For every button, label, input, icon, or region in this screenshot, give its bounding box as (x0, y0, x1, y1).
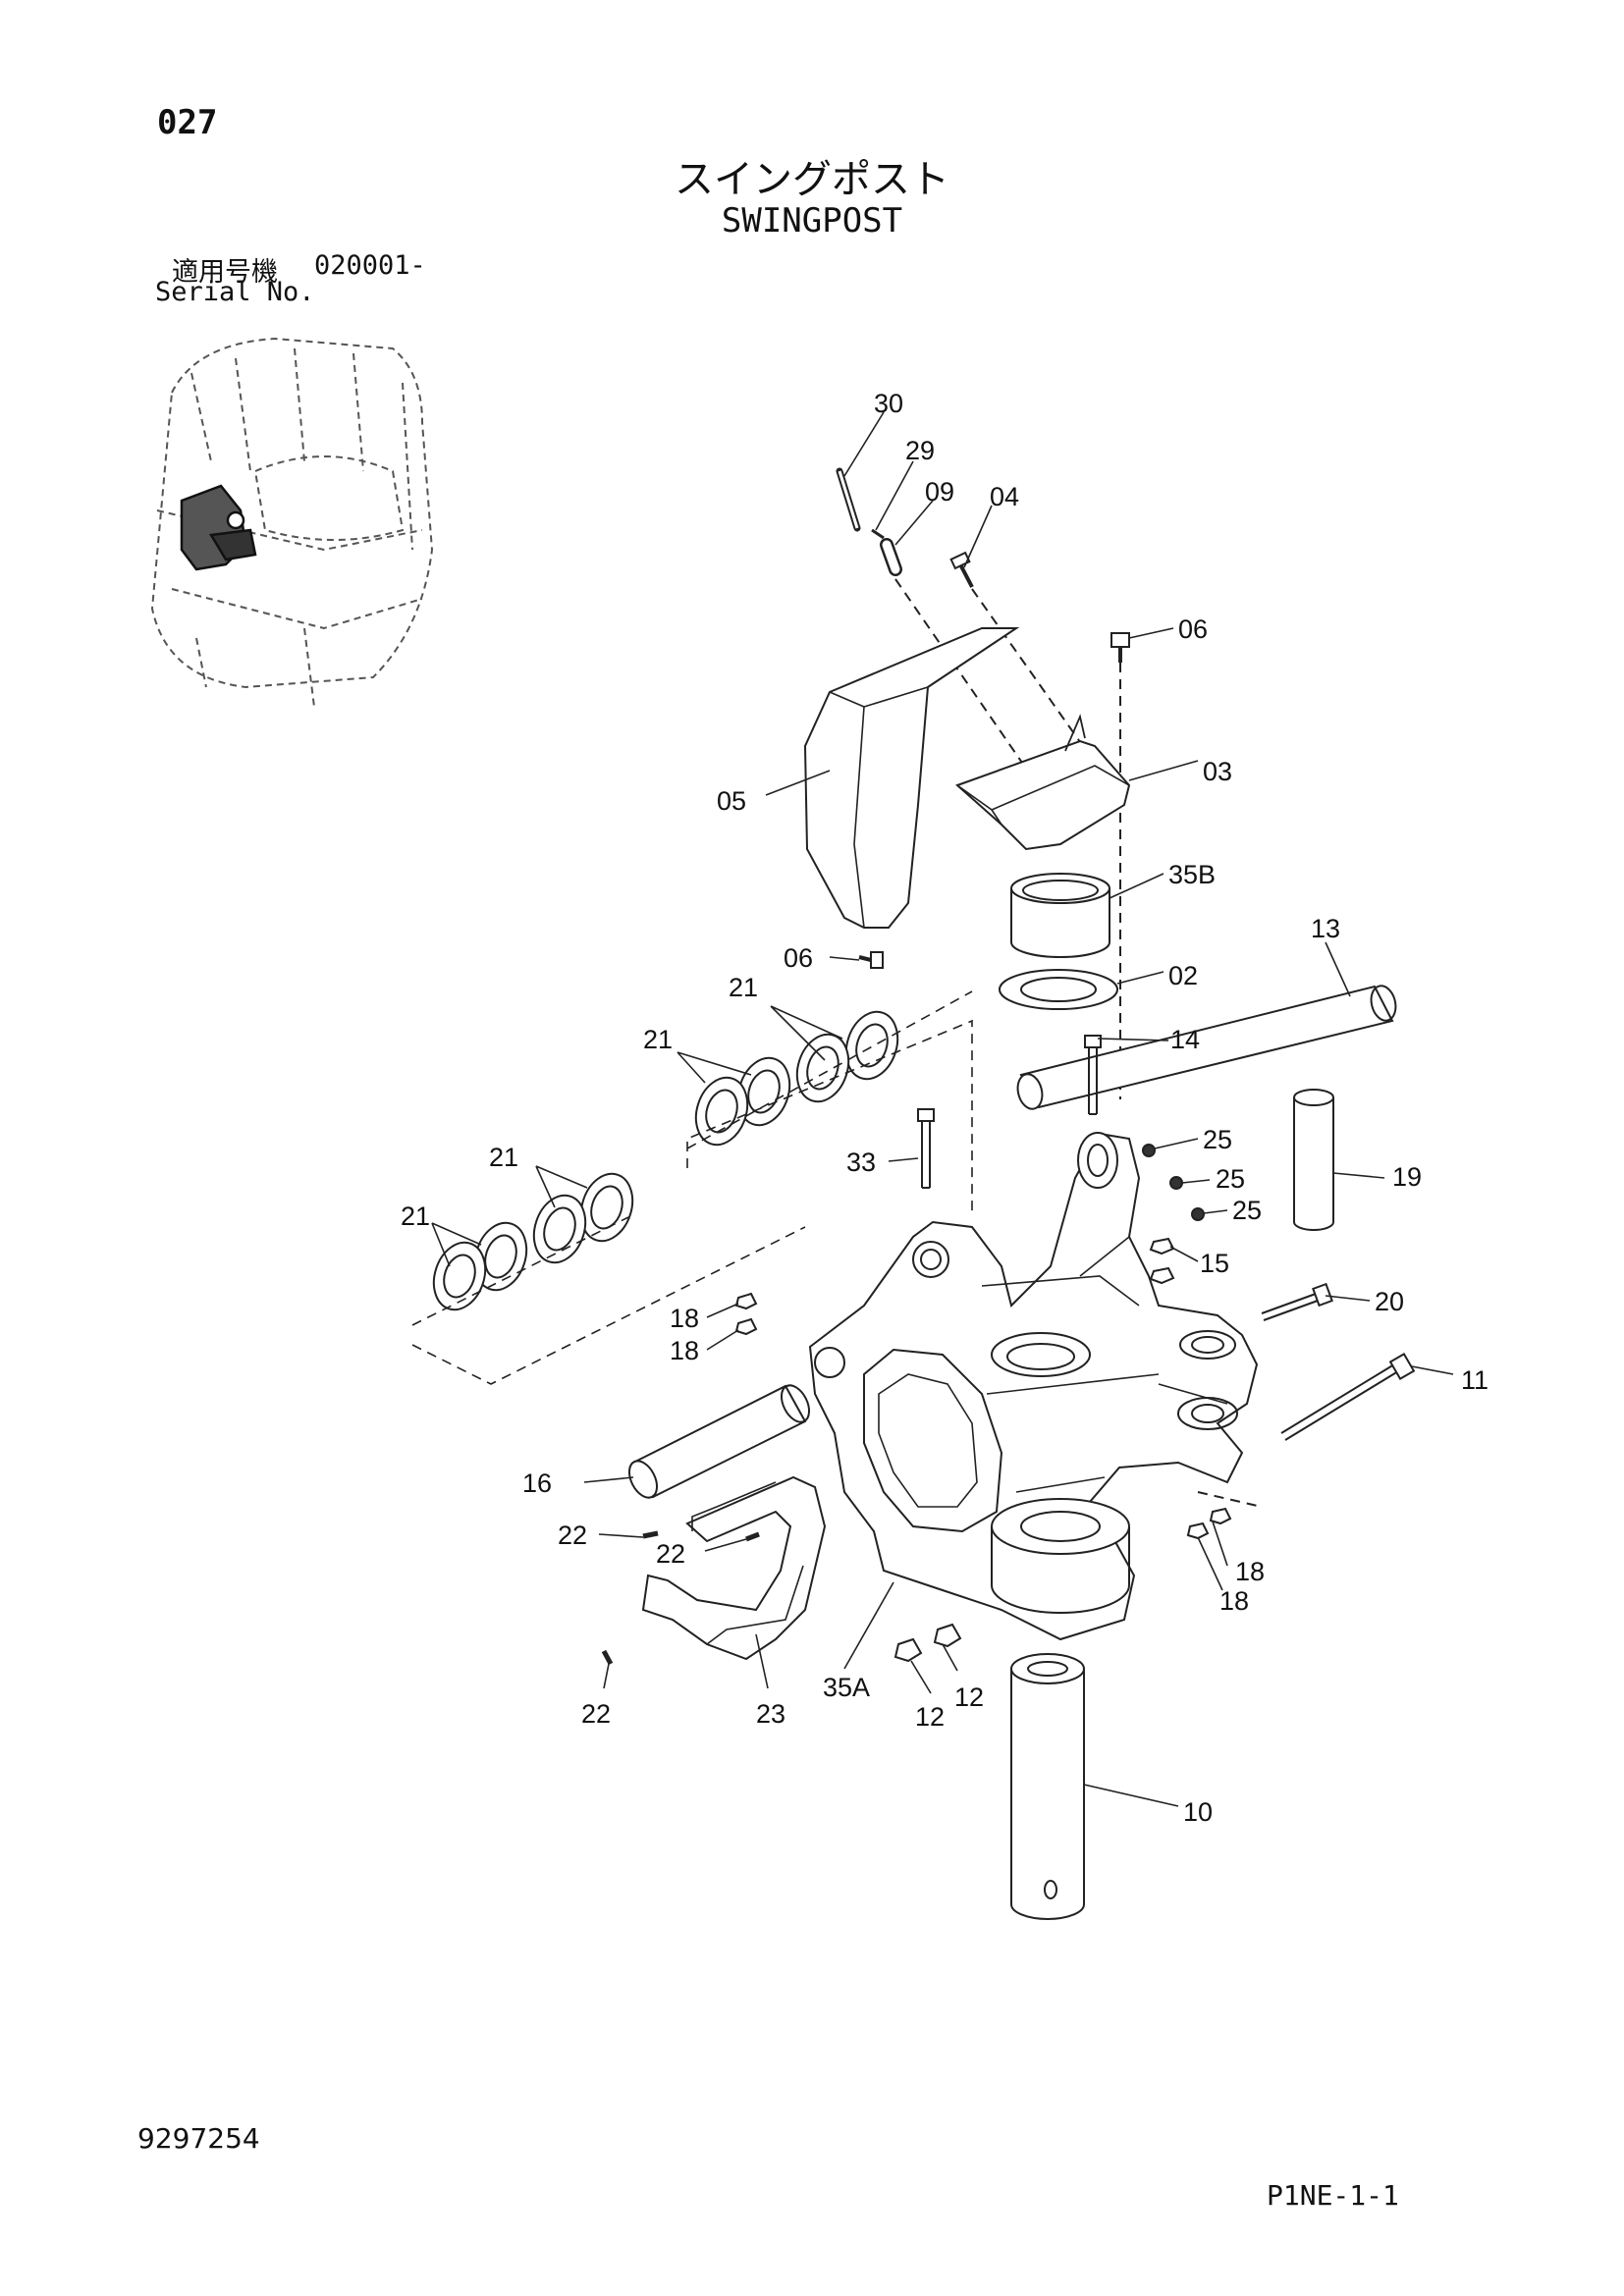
washer-02 (999, 969, 1118, 1010)
page-number: 027 (157, 103, 218, 142)
callout-12-a: 12 (954, 1682, 984, 1712)
pin-16 (627, 1384, 811, 1499)
bolt-11 (1280, 1352, 1416, 1441)
serial-label-english: Serial No. (155, 277, 315, 307)
callout-33: 33 (846, 1148, 876, 1177)
callout-35a: 35A (823, 1673, 870, 1702)
drawing-number: 9297254 (137, 2122, 260, 2155)
bolt-22-a (642, 1530, 659, 1539)
callout-21-d: 21 (401, 1201, 430, 1231)
callout-22-c: 22 (581, 1699, 611, 1729)
callout-18-a: 18 (670, 1304, 699, 1333)
page-title-english: SWINGPOST (721, 201, 903, 240)
bolt-22-c (601, 1649, 614, 1666)
callout-18-d: 18 (1219, 1586, 1249, 1616)
callout-20: 20 (1375, 1287, 1404, 1316)
bolt-14 (1084, 1035, 1102, 1115)
pin-13 (1016, 985, 1397, 1110)
shim-set-21-lower (432, 1172, 634, 1311)
guard-23 (641, 1475, 827, 1661)
callout-19: 19 (1392, 1162, 1422, 1192)
pin-30 (836, 467, 861, 532)
callout-29: 29 (905, 436, 935, 465)
callout-18-b: 18 (670, 1336, 699, 1365)
callout-21-b: 21 (643, 1025, 673, 1054)
bolt-06-lower (858, 951, 884, 969)
swingpost-highlight (180, 484, 257, 571)
serial-label-japanese: 適用号機 (172, 257, 278, 288)
collar-09 (880, 538, 902, 576)
callout-06-lower: 06 (784, 943, 813, 973)
callout-21-a: 21 (729, 973, 758, 1002)
bracket-03 (955, 739, 1131, 851)
page-code: P1NE-1-1 (1267, 2179, 1399, 2212)
nut-18-upper (734, 1292, 758, 1336)
serial-range: 020001- (314, 250, 426, 281)
callout-23: 23 (756, 1699, 785, 1729)
fitting-25-c (1191, 1207, 1205, 1221)
callout-18-c: 18 (1235, 1557, 1265, 1586)
callout-10: 10 (1183, 1797, 1213, 1827)
callout-22-a: 22 (558, 1521, 587, 1550)
pin-10 (1010, 1653, 1085, 1920)
callout-05: 05 (717, 786, 746, 816)
callout-25-c: 25 (1232, 1196, 1262, 1225)
clip-29 (871, 528, 885, 540)
callout-16: 16 (522, 1468, 552, 1498)
bolt-22-b (745, 1531, 760, 1542)
nut-15 (1149, 1237, 1175, 1285)
callout-25-a: 25 (1203, 1125, 1232, 1154)
bushing-35b (1010, 873, 1110, 958)
callout-30: 30 (874, 389, 903, 418)
bolt-04 (949, 551, 974, 588)
callout-03: 03 (1203, 757, 1232, 786)
callout-09: 09 (925, 477, 954, 507)
nut-18-lower (1186, 1507, 1232, 1540)
callout-06-upper: 06 (1178, 614, 1208, 644)
leader-lines (431, 411, 1454, 1807)
bolt-06-upper (1110, 632, 1130, 663)
callout-04: 04 (990, 482, 1019, 511)
pin-19 (1293, 1089, 1334, 1231)
page-title-japanese: スイングポスト (675, 157, 949, 202)
shim-set-21-upper (694, 1010, 899, 1147)
bolt-33 (917, 1108, 935, 1189)
callout-21-c: 21 (489, 1143, 518, 1172)
cover-05 (803, 627, 1020, 929)
callout-25-b: 25 (1216, 1164, 1245, 1194)
swing-post-body-35a (808, 1132, 1259, 1641)
callout-14: 14 (1170, 1025, 1200, 1054)
bolt-20 (1261, 1282, 1333, 1321)
callout-11: 11 (1461, 1365, 1489, 1395)
callout-12-b: 12 (915, 1702, 945, 1732)
nut-12 (893, 1623, 962, 1663)
callout-labels: 30 29 09 04 06 03 05 35B 06 02 13 21 21 … (401, 389, 1489, 1827)
callout-15: 15 (1200, 1249, 1229, 1278)
machine-location-thumbnail (150, 337, 434, 708)
callout-13: 13 (1311, 914, 1340, 943)
callout-35b: 35B (1168, 860, 1216, 889)
fitting-25-b (1169, 1176, 1183, 1190)
callout-22-b: 22 (656, 1539, 685, 1569)
callout-02: 02 (1168, 961, 1198, 990)
fitting-25-a (1142, 1144, 1156, 1157)
